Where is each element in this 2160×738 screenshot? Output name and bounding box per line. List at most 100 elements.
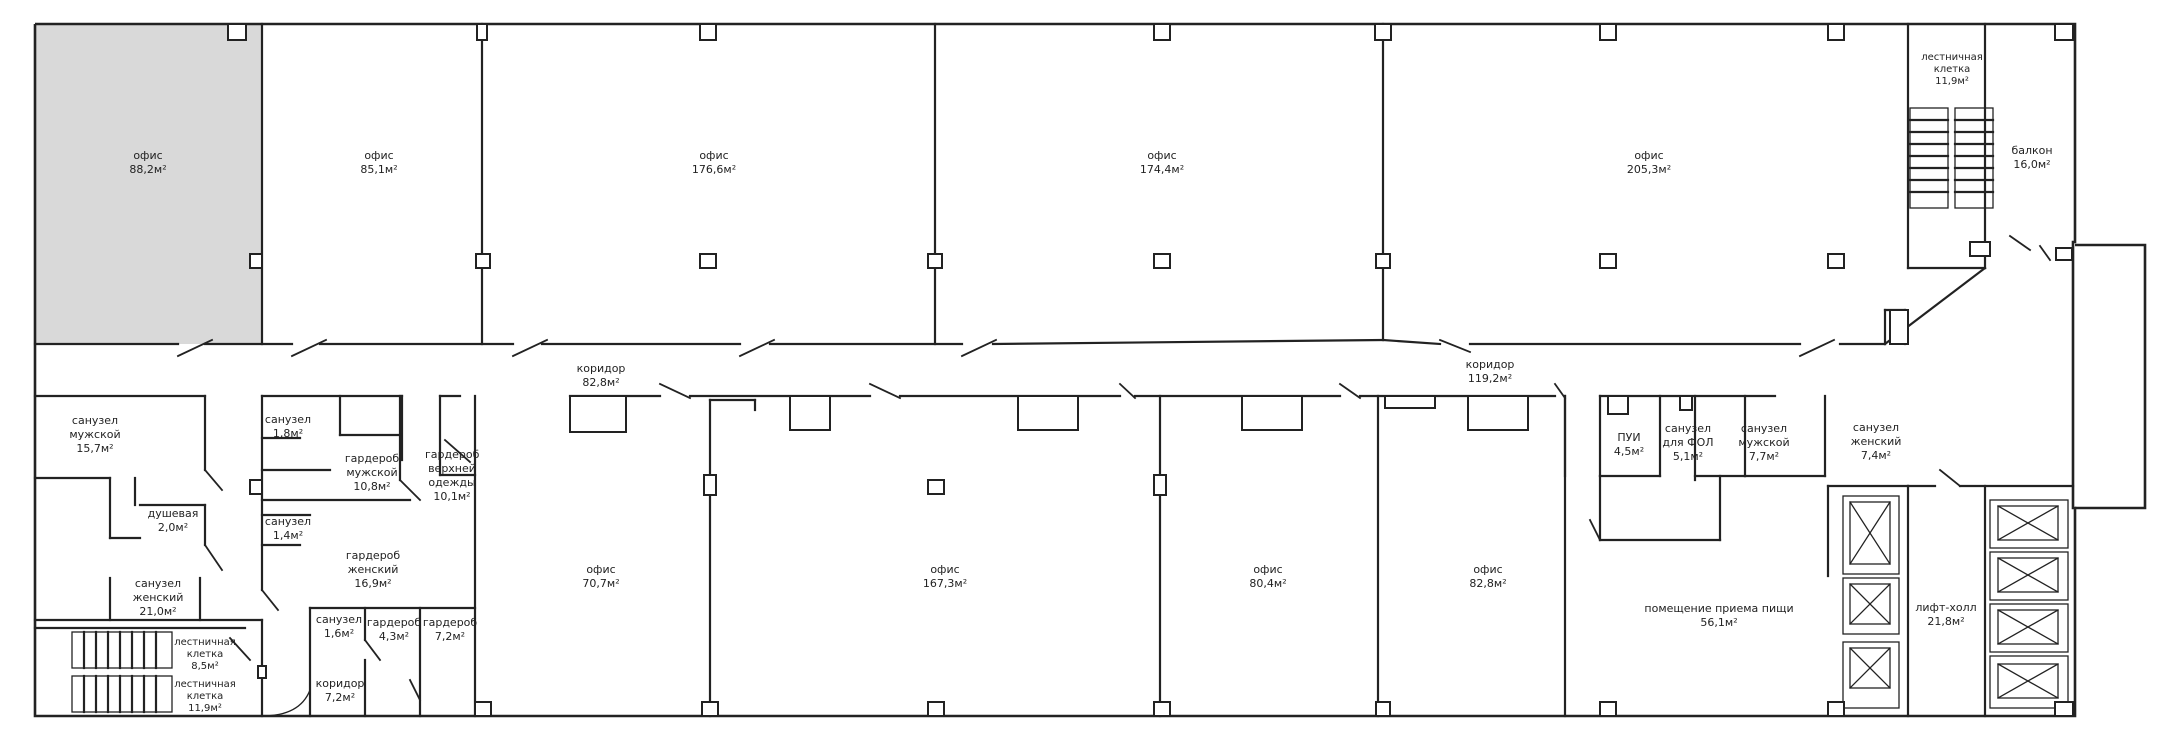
room-name: гардероб мужской — [344, 452, 400, 479]
room-label-office-4[interactable]: офис 174,4м² — [1140, 149, 1184, 177]
room-name: санузел — [264, 515, 312, 528]
room-area: 7,2м² — [434, 630, 466, 643]
room-area: 8,5м² — [191, 661, 219, 672]
room-name: гардероб — [422, 616, 478, 629]
room-area: 15,7м² — [76, 442, 114, 455]
room-label-shower[interactable]: душевая 2,0м² — [148, 507, 199, 535]
room-label-office-8[interactable]: офис 80,4м² — [1249, 563, 1286, 591]
room-name: гардероб верхней одежды — [425, 448, 480, 489]
room-area: 4,3м² — [378, 630, 410, 643]
room-area: 7,7м² — [1748, 450, 1780, 463]
room-area: 10,8м² — [353, 480, 391, 493]
room-label-wardrobe-men[interactable]: гардероб мужской 10,8м² — [337, 452, 407, 494]
room-area: 10,1м² — [433, 490, 471, 503]
room-area: 167,3м² — [922, 577, 968, 590]
room-label-corridor-2[interactable]: коридор 119,2м² — [1466, 358, 1515, 386]
columns — [227, 23, 2074, 717]
room-name: лифт-холл — [1915, 601, 1977, 614]
room-name: офис — [133, 149, 163, 162]
room-area: 80,4м² — [1249, 577, 1287, 590]
room-label-balcony[interactable]: балкон 16,0м² — [2011, 144, 2052, 172]
room-area: 85,1м² — [360, 163, 398, 176]
room-label-corridor-3[interactable]: коридор 7,2м² — [316, 677, 365, 705]
highlighted-office[interactable] — [35, 24, 262, 344]
room-name: гардероб женский — [345, 549, 401, 576]
room-label-wardrobe-a[interactable]: гардероб 4,3м² — [367, 616, 421, 644]
room-name: санузел — [264, 413, 312, 426]
room-name: санузел — [315, 613, 363, 626]
room-name: санузел мужской — [69, 414, 121, 441]
room-name: лестничная клетка — [174, 679, 236, 702]
room-label-office-1[interactable]: офис 88,2м² — [129, 149, 166, 177]
room-label-wardrobe-outer[interactable]: гардероб верхней одежды 10,1м² — [425, 448, 479, 504]
room-label-wc-men-2[interactable]: санузел мужской 7,7м² — [1736, 422, 1792, 464]
room-label-wc-1[interactable]: санузел 1,8м² — [265, 413, 311, 441]
room-label-wc-3[interactable]: санузел 1,6м² — [316, 613, 362, 641]
room-label-wardrobe-b[interactable]: гардероб 7,2м² — [423, 616, 477, 644]
room-name: коридор — [576, 362, 626, 375]
room-name: балкон — [2011, 144, 2053, 157]
room-area: 56,1м² — [1700, 616, 1738, 629]
room-area: 88,2м² — [129, 163, 167, 176]
room-area: 174,4м² — [1139, 163, 1185, 176]
room-name: офис — [1147, 149, 1177, 162]
room-label-wc-2[interactable]: санузел 1,4м² — [265, 515, 311, 543]
room-area: 11,9м² — [188, 703, 222, 714]
room-label-pui[interactable]: ПУИ 4,5м² — [1614, 431, 1644, 459]
room-label-dining[interactable]: помещение приема пищи 56,1м² — [1644, 602, 1793, 630]
room-name: коридор — [315, 677, 365, 690]
room-area: 2,0м² — [157, 521, 189, 534]
room-label-stair-ne[interactable]: лестничная клетка 11,9м² — [1917, 52, 1987, 88]
room-area: 1,8м² — [272, 427, 304, 440]
room-area: 82,8м² — [1469, 577, 1507, 590]
room-label-wardrobe-women[interactable]: гардероб женский 16,9м² — [338, 549, 408, 591]
elevators — [1842, 495, 2069, 709]
room-label-wc-women-2[interactable]: санузел женский 7,4м² — [1848, 421, 1904, 463]
room-label-wc-women-1[interactable]: санузел женский 21,0м² — [123, 577, 193, 619]
room-area: 21,0м² — [139, 605, 177, 618]
room-area: 205,3м² — [1626, 163, 1672, 176]
room-area: 1,4м² — [272, 529, 304, 542]
room-name: санузел для ФОЛ — [1662, 422, 1714, 449]
room-label-office-3[interactable]: офис 176,6м² — [692, 149, 736, 177]
room-area: 11,9м² — [1935, 76, 1969, 87]
room-area: 16,0м² — [2013, 158, 2051, 171]
room-label-wc-men-1[interactable]: санузел мужской 15,7м² — [55, 414, 135, 456]
room-area: 16,9м² — [354, 577, 392, 590]
room-name: ПУИ — [1617, 431, 1641, 444]
room-name: гардероб — [366, 616, 422, 629]
room-label-corridor-1[interactable]: коридор 82,8м² — [577, 362, 626, 390]
room-label-office-6[interactable]: офис 70,7м² — [582, 563, 619, 591]
room-name: душевая — [147, 507, 199, 520]
room-area: 176,6м² — [691, 163, 737, 176]
room-name: санузел мужской — [1738, 422, 1790, 449]
room-label-stair-sw-2[interactable]: лестничная клетка 11,9м² — [170, 679, 240, 715]
room-name: офис — [586, 563, 616, 576]
room-name: офис — [1473, 563, 1503, 576]
room-label-office-7[interactable]: офис 167,3м² — [923, 563, 967, 591]
room-area: 1,6м² — [323, 627, 355, 640]
room-name: коридор — [1465, 358, 1515, 371]
room-label-office-5[interactable]: офис 205,3м² — [1627, 149, 1671, 177]
room-area: 4,5м² — [1613, 445, 1645, 458]
room-name: офис — [364, 149, 394, 162]
room-area: 7,4м² — [1860, 449, 1892, 462]
room-name: лестничная клетка — [1921, 52, 1983, 75]
room-area: 82,8м² — [582, 376, 620, 389]
room-area: 119,2м² — [1467, 372, 1513, 385]
room-area: 7,2м² — [324, 691, 356, 704]
stairs — [71, 107, 1995, 714]
room-label-stair-sw-1[interactable]: лестничная клетка 8,5м² — [170, 637, 240, 673]
room-name: офис — [699, 149, 729, 162]
room-name: лестничная клетка — [174, 637, 236, 660]
room-area: 5,1м² — [1672, 450, 1704, 463]
doors — [176, 234, 2052, 717]
room-area: 70,7м² — [582, 577, 620, 590]
room-name: офис — [1253, 563, 1283, 576]
room-label-lift-hall[interactable]: лифт-холл 21,8м² — [1915, 601, 1976, 629]
room-label-office-2[interactable]: офис 85,1м² — [360, 149, 397, 177]
room-name: офис — [1634, 149, 1664, 162]
room-label-office-9[interactable]: офис 82,8м² — [1469, 563, 1506, 591]
room-label-wc-disabled[interactable]: санузел для ФОЛ 5,1м² — [1660, 422, 1716, 464]
